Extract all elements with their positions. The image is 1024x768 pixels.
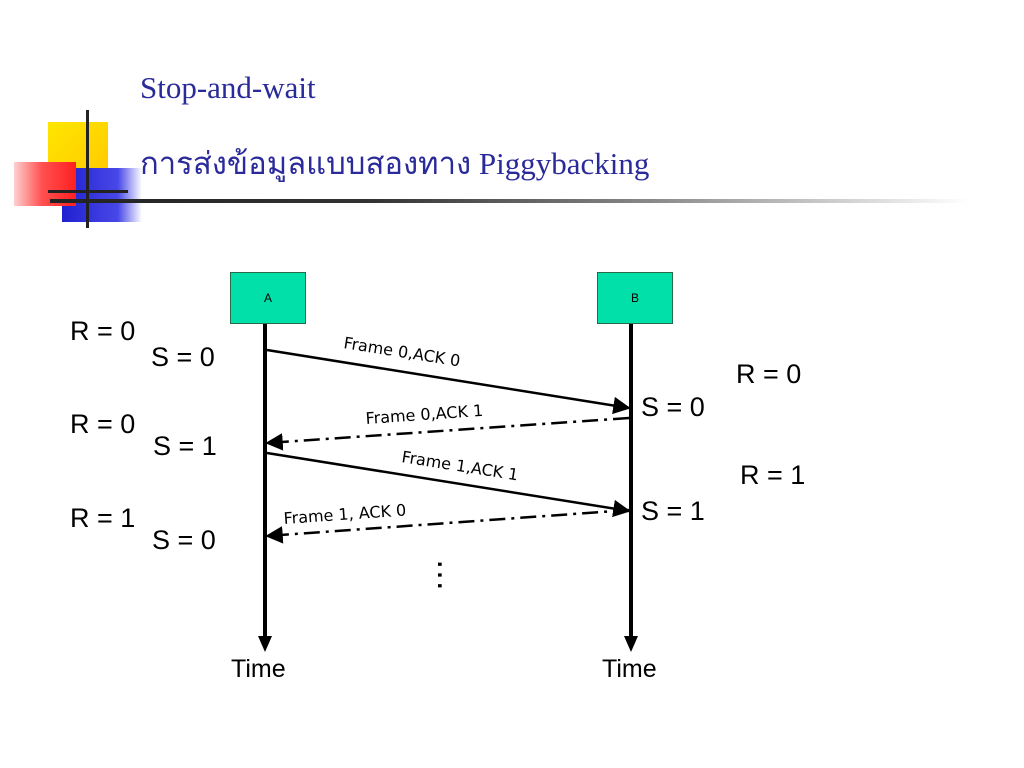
message-label-2: Frame 0,ACK 1 bbox=[365, 401, 484, 428]
left-r-label-3: R = 1 bbox=[70, 503, 136, 533]
message-arrow-1 bbox=[266, 348, 631, 415]
decor-red-block bbox=[14, 162, 76, 206]
slide-title: Stop-and-wait bbox=[140, 70, 316, 105]
left-r-label-2: R = 0 bbox=[70, 409, 136, 439]
left-s-label-2: S = 1 bbox=[153, 431, 217, 461]
slide-subtitle: การส่งข้อมูลแบบสองทาง Piggybacking bbox=[140, 146, 650, 181]
left-r-label-1: R = 0 bbox=[70, 316, 136, 346]
right-s-label-1: S = 0 bbox=[641, 392, 705, 422]
right-s-label-2: S = 1 bbox=[641, 496, 705, 526]
time-label-b: Time bbox=[602, 655, 657, 683]
continuation-ellipsis: … bbox=[430, 558, 468, 592]
time-label-a: Time bbox=[231, 655, 286, 683]
title-underline bbox=[50, 199, 970, 203]
decor-vertical-rule bbox=[86, 110, 89, 228]
node-b: B bbox=[597, 272, 673, 324]
message-arrow-2 bbox=[265, 416, 630, 451]
message-arrow-3 bbox=[266, 451, 631, 518]
left-s-label-1: S = 0 bbox=[151, 342, 215, 372]
right-r-label-2: R = 1 bbox=[740, 460, 806, 490]
decor-horizontal-rule bbox=[48, 190, 128, 193]
message-arrow-4 bbox=[265, 508, 630, 544]
timeline-b-arrow-icon bbox=[624, 636, 638, 652]
node-a: A bbox=[230, 272, 306, 324]
message-label-3: Frame 1,ACK 1 bbox=[400, 447, 519, 484]
timeline-a-arrow-icon bbox=[258, 636, 272, 652]
right-r-label-1: R = 0 bbox=[736, 359, 802, 389]
left-s-label-3: S = 0 bbox=[152, 525, 216, 555]
message-label-4: Frame 1, ACK 0 bbox=[283, 500, 407, 528]
